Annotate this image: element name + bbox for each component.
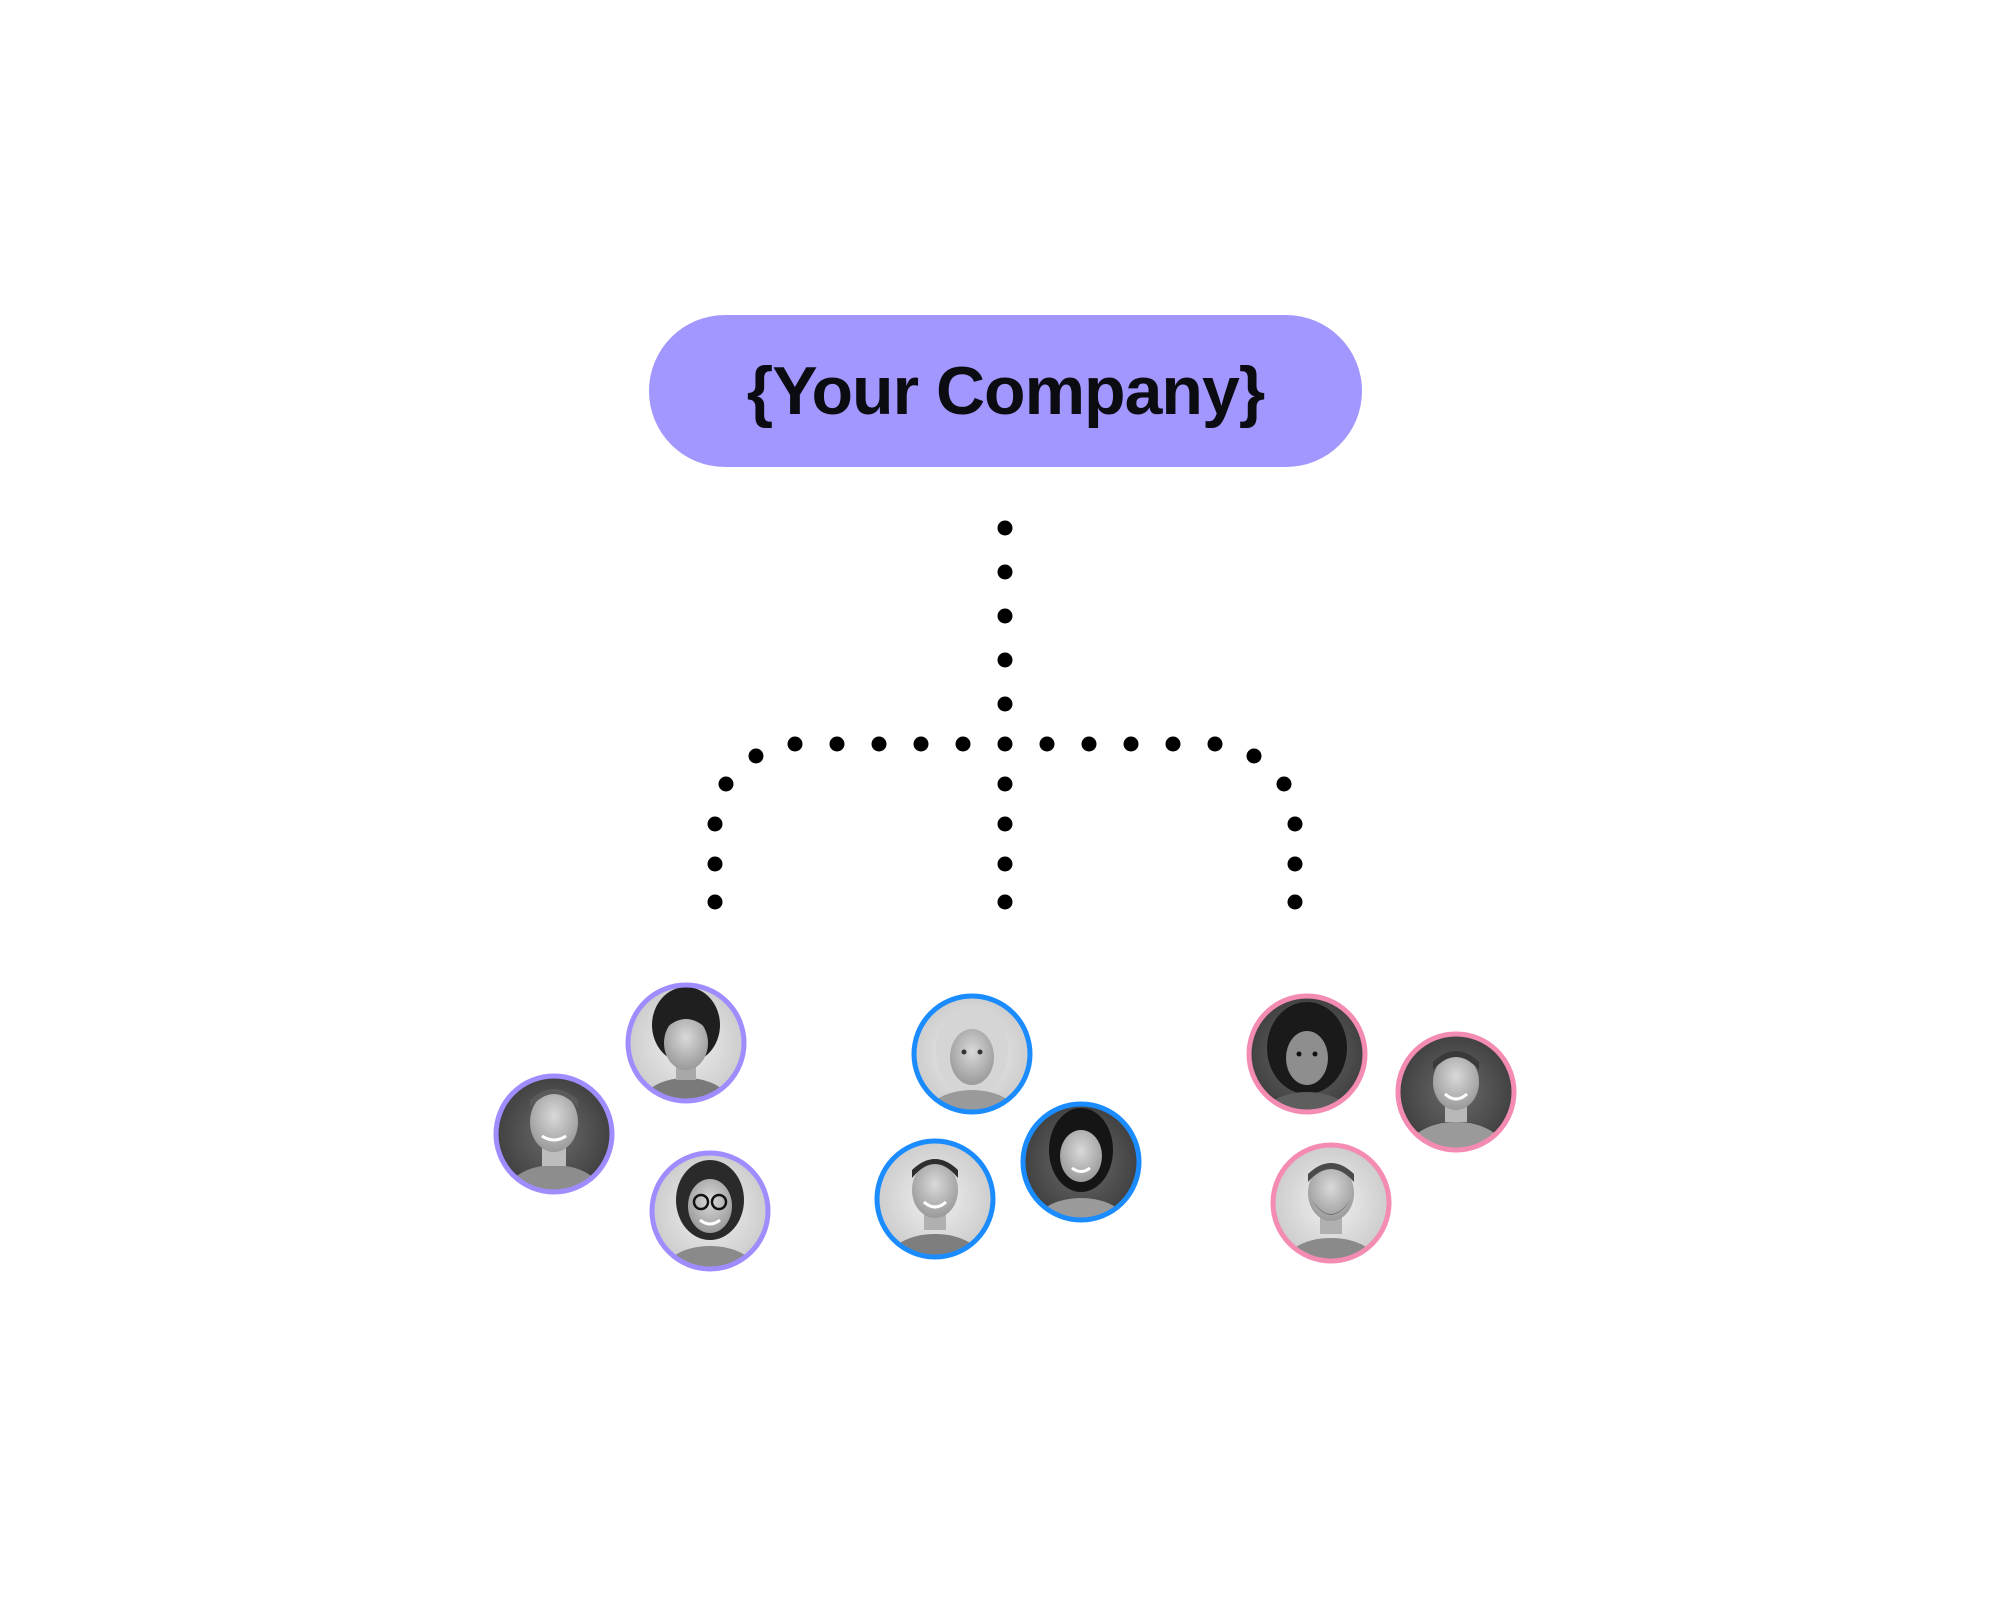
connector-dot	[787, 736, 803, 752]
team-3	[1246, 993, 1517, 1264]
connector-dot	[1165, 736, 1181, 752]
connector-dot	[1207, 736, 1223, 752]
connector-dot	[1246, 748, 1262, 764]
avatar-woman-smiling-icon	[1020, 1101, 1142, 1223]
connector-dot	[1276, 776, 1292, 792]
connector-dot	[1081, 736, 1097, 752]
dotted-connector	[707, 520, 1303, 910]
connector-dot	[829, 736, 845, 752]
connector-dot	[1287, 856, 1303, 872]
connector-dot	[997, 520, 1013, 536]
connector-dot	[997, 856, 1013, 872]
connector-dot	[871, 736, 887, 752]
connector-dot	[1039, 736, 1055, 752]
avatar-man-smiling-icon	[493, 1073, 615, 1195]
avatar-man-smiling-icon	[1395, 1031, 1517, 1153]
team-1	[493, 982, 771, 1272]
connector-dot	[997, 776, 1013, 792]
team-2	[874, 993, 1142, 1260]
connector-dot	[1287, 816, 1303, 832]
company-label: {Your Company}	[746, 353, 1265, 429]
connector-dot	[997, 652, 1013, 668]
connector-dot	[913, 736, 929, 752]
connector-dot	[997, 736, 1013, 752]
avatar-woman-curly-hair-icon	[1246, 993, 1368, 1115]
avatar-woman-portrait-icon	[625, 982, 747, 1104]
connector-dot	[748, 748, 764, 764]
connector-dot	[955, 736, 971, 752]
connector-dot	[997, 894, 1013, 910]
connector-dot	[1287, 894, 1303, 910]
company-node: {Your Company}	[649, 315, 1362, 467]
avatar-woman-glasses-icon	[649, 1150, 771, 1272]
connector-dot	[997, 608, 1013, 624]
connector-dot	[997, 564, 1013, 580]
connector-dot	[707, 816, 723, 832]
connector-dot	[718, 776, 734, 792]
connector-dot	[707, 856, 723, 872]
connector-dot	[707, 894, 723, 910]
avatar-woman-blonde-icon	[911, 993, 1033, 1115]
team-avatars	[493, 982, 1517, 1272]
connector-dot	[997, 816, 1013, 832]
connector-dot	[1123, 736, 1139, 752]
avatar-man-beard-icon	[1270, 1142, 1392, 1264]
avatar-man-smiling-icon	[874, 1138, 996, 1260]
connector-dot	[997, 696, 1013, 712]
